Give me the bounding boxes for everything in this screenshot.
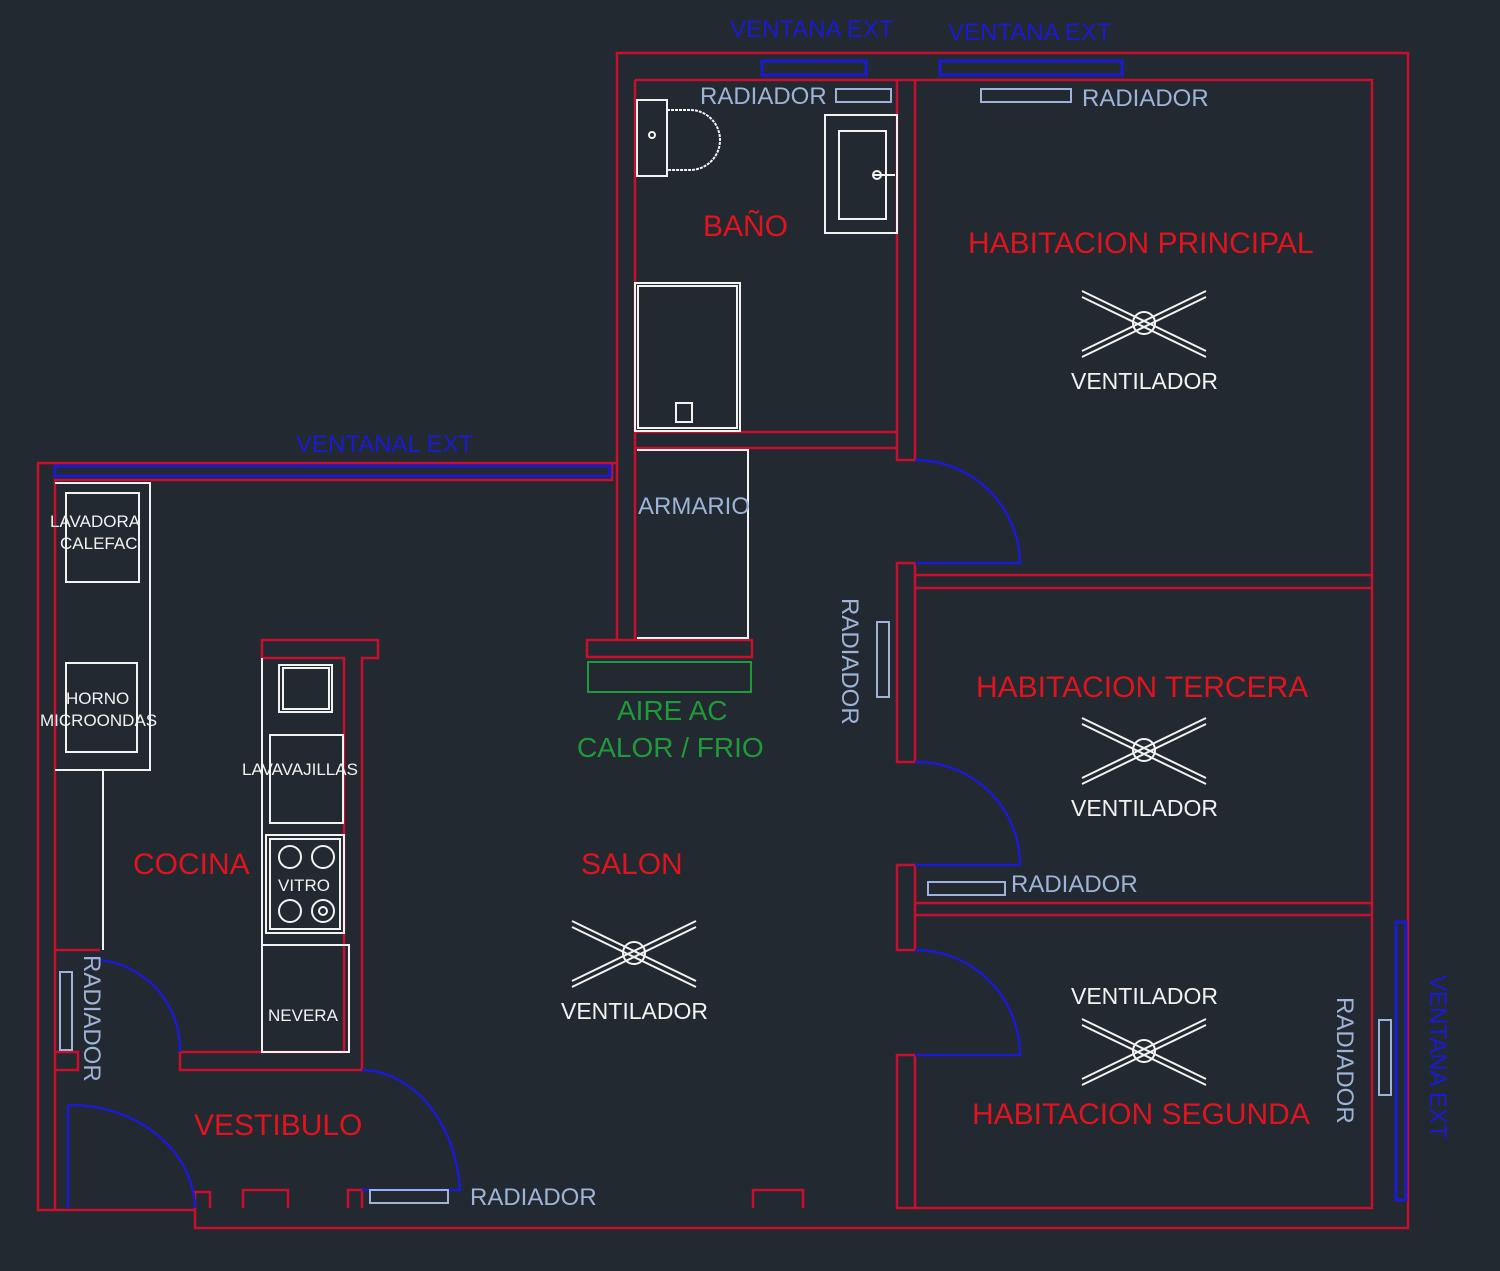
appliance-lavavajillas: LAVAVAJILLAS [242,760,358,779]
room-label-segunda: HABITACION SEGUNDA [972,1098,1310,1131]
window-label-right: VENTANA EXT [1424,975,1451,1139]
fan-label-salon: VENTILADOR [561,998,708,1024]
ac-unit [587,661,752,693]
room-label-tercera: HABITACION TERCERA [976,671,1308,704]
ac-label-2: CALOR / FRIO [577,732,764,763]
radiator-label-tercera: RADIADOR [1011,871,1138,898]
fan-label-tercera: VENTILADOR [1071,795,1218,821]
radiator-label-segunda: RADIADOR [1331,997,1358,1124]
wardrobe [637,449,749,639]
doors [66,458,1022,1209]
room-label-cocina: COCINA [133,848,250,881]
room-label-salon: SALON [581,848,683,881]
toilet-icon [636,99,721,177]
fan-label-principal: VENTILADOR [1071,368,1218,394]
appliance-nevera: NEVERA [268,1006,339,1025]
appliance-lavadora: LAVADORA [50,512,141,531]
room-label-bano: BAÑO [703,209,788,243]
fan-label-segunda: VENTILADOR [1071,983,1218,1009]
room-label-principal: HABITACION PRINCIPAL [968,227,1314,260]
room-label-armario: ARMARIO [638,493,750,520]
appliance-calefac: CALEFAC [60,534,137,553]
fan-icon-segunda [1081,1018,1207,1086]
appliance-horno: HORNO [66,689,129,708]
radiator-label-salon: RADIADOR [836,598,863,725]
radiator-label-bano: RADIADOR [700,83,827,110]
window-label-top-1: VENTANA EXT [730,16,894,43]
radiators [59,88,1392,1204]
radiator-label-vestibulo: RADIADOR [470,1184,597,1211]
shower-icon [634,282,741,432]
windows [53,59,1408,1202]
radiator-label-principal: RADIADOR [1082,85,1209,112]
sink-icon [824,114,898,234]
window-label-kitchen: VENTANAL EXT [296,431,474,458]
room-label-vestibulo: VESTIBULO [194,1109,362,1142]
kitchen-furniture [55,482,350,1053]
radiator-label-cocina: RADIADOR [78,955,105,1082]
fan-icon-tercera [1081,717,1207,785]
ac-label-1: AIRE AC [617,695,727,726]
walls [36,51,1410,1230]
fan-icon-salon [571,920,697,988]
fan-icon-principal [1081,290,1207,358]
appliance-vitro: VITRO [278,876,330,895]
appliance-microondas: MICROONDAS [40,711,157,730]
bathroom-fixtures [634,99,898,432]
window-label-top-2: VENTANA EXT [948,19,1112,46]
